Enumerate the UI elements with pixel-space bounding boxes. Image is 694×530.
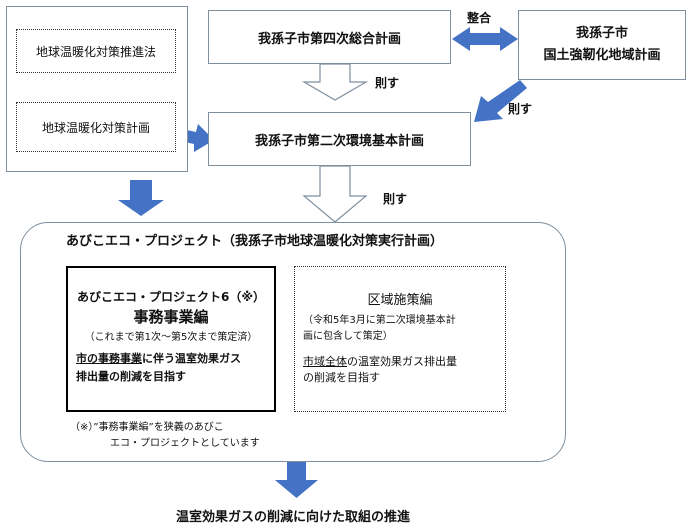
environment-plan-box: 我孫子市第二次環境基本計画 <box>208 112 471 166</box>
regional-measures-title: 区域施策編 <box>367 293 433 308</box>
comprehensive-plan-label: 我孫子市第四次総合計画 <box>257 31 401 47</box>
conform-label-comprehensive: 則す <box>375 76 400 90</box>
office-operations-title: あびこエコ・プロジェクト6（※） <box>76 290 266 304</box>
law-countermeasure-plan-label: 地球温暖化対策計画 <box>41 120 150 135</box>
blue-arrow-laws-to-project <box>118 180 164 216</box>
law-box-countermeasure-plan: 地球温暖化対策計画 <box>16 102 176 152</box>
blue-double-arrow-harmony <box>452 27 518 51</box>
outcome-label: 温室効果ガスの削減に向けた取組の推進 <box>176 510 411 525</box>
regional-measures-goal-line2: の削減を目指す <box>303 371 380 384</box>
office-operations-box: あびこエコ・プロジェクト6（※） 事務事業編 （これまで第1次～第5次まで策定済… <box>66 266 276 412</box>
office-operations-goal-rest: に伴う温室効果ガス <box>142 352 241 365</box>
resilience-plan-label-line1: 我孫子市 <box>575 26 628 41</box>
office-operations-goal-line2: 排出量の削減を目指す <box>76 370 186 383</box>
laws-container <box>6 6 188 172</box>
environment-plan-label: 我孫子市第二次環境基本計画 <box>254 133 424 149</box>
blue-arrow-project-to-outcome <box>275 462 318 498</box>
resilience-plan-box: 我孫子市 国土強靭化地域計画 <box>518 10 686 80</box>
regional-measures-note-line2: 画に包含して策定） <box>303 331 393 342</box>
law-box-promotion-act: 地球温暖化対策推進法 <box>16 29 176 73</box>
regional-measures-goal-underlined: 市域全体 <box>303 355 347 368</box>
blue-arrow-resilience-to-environment <box>474 80 527 122</box>
regional-measures-goal-rest: の温室効果ガス排出量 <box>347 355 457 368</box>
project-title: あびこエコ・プロジェクト（我孫子市地球温暖化対策実行計画） <box>66 234 444 249</box>
comprehensive-plan-box: 我孫子市第四次総合計画 <box>208 10 451 64</box>
conform-label-resilience: 則す <box>508 102 533 116</box>
law-promotion-act-label: 地球温暖化対策推進法 <box>35 44 156 59</box>
regional-measures-box: 区域施策編 （令和5年3月に第二次環境基本計 画に包含して策定） 市域全体の温室… <box>294 266 506 412</box>
project-footnote-line1: （※）”事務事業編”を狭義のあびこ <box>70 422 224 433</box>
regional-measures-note-line1: （令和5年3月に第二次環境基本計 <box>303 315 456 326</box>
regional-measures-goal-line1: 市域全体の温室効果ガス排出量 <box>303 353 457 369</box>
project-footnote-line2: エコ・プロジェクトとしています <box>110 438 260 449</box>
office-operations-note: （これまで第1次～第5次まで策定済） <box>84 332 258 343</box>
resilience-plan-label-line2: 国土強靭化地域計画 <box>543 48 661 63</box>
office-operations-goal-underlined: 市の事務事業 <box>76 352 142 365</box>
harmony-label: 整合 <box>467 11 492 25</box>
office-operations-goal-line1: 市の事務事業に伴う温室効果ガス <box>76 350 241 366</box>
hollow-arrow-comprehensive-to-environment <box>301 63 369 101</box>
conform-label-environment: 則す <box>383 192 408 206</box>
office-operations-subtitle: 事務事業編 <box>133 308 209 326</box>
hollow-arrow-environment-to-project <box>302 165 368 223</box>
